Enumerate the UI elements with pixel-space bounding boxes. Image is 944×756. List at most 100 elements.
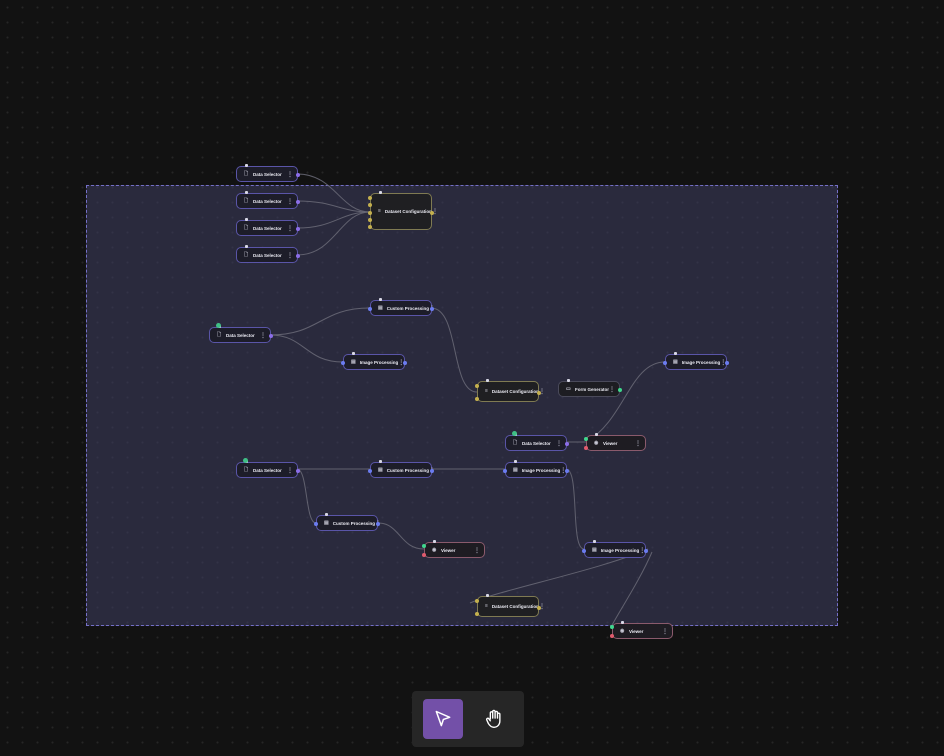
output-port[interactable] xyxy=(618,388,622,392)
pan-tool-button[interactable] xyxy=(474,699,514,739)
kebab-menu-icon[interactable]: ⋮ xyxy=(635,440,641,447)
node-data-selector[interactable]: 🗋Data Selector⋮ xyxy=(236,164,300,182)
input-port[interactable] xyxy=(368,210,372,215)
kebab-menu-icon[interactable]: ⋮ xyxy=(474,547,480,554)
node-tab-marker xyxy=(595,433,598,436)
node-label: Viewer xyxy=(629,628,644,634)
node-tab-marker xyxy=(245,218,248,221)
kebab-menu-icon[interactable]: ⋮ xyxy=(609,386,615,393)
node-dataset-configuration[interactable]: ≡Dataset Configuration⋮ xyxy=(475,379,545,402)
cursor-arrow-icon xyxy=(435,710,451,727)
output-port[interactable] xyxy=(725,361,729,365)
kebab-menu-icon[interactable]: ⋮ xyxy=(662,628,668,635)
input-port[interactable] xyxy=(368,469,372,473)
file-icon: 🗋 xyxy=(244,170,249,177)
output-port[interactable] xyxy=(296,227,300,231)
kebab-menu-icon[interactable]: ⋮ xyxy=(538,604,545,610)
node-dataset-configuration[interactable]: ≡Dataset Configuration⋮ xyxy=(475,594,545,617)
node-data-selector[interactable]: 🗋Data Selector⋮ xyxy=(505,431,569,451)
node-image-processing[interactable]: ▤Image Processing⋮ xyxy=(341,352,407,370)
input-port[interactable] xyxy=(422,544,426,548)
node-label: Image Processing xyxy=(359,359,399,365)
output-port[interactable] xyxy=(296,200,300,204)
output-port[interactable] xyxy=(296,254,300,258)
node-custom-processing[interactable]: ▤Custom Processing⋮ xyxy=(314,513,381,531)
input-port[interactable] xyxy=(475,397,479,401)
input-port[interactable] xyxy=(584,437,588,441)
output-port[interactable] xyxy=(403,361,407,365)
input-port[interactable] xyxy=(610,625,614,629)
form-icon: ▭ xyxy=(566,385,571,392)
node-data-selector[interactable]: 🗋Data Selector⋮ xyxy=(209,323,273,343)
node-form-generator[interactable]: ▭Form Generator⋮ xyxy=(558,379,622,397)
output-port[interactable] xyxy=(430,469,434,473)
node-data-selector[interactable]: 🗋Data Selector⋮ xyxy=(236,458,300,478)
eye-icon: ◉ xyxy=(594,439,599,446)
input-port[interactable] xyxy=(368,203,372,208)
output-port[interactable] xyxy=(565,442,569,446)
input-port[interactable] xyxy=(503,469,507,473)
input-port[interactable] xyxy=(368,307,372,311)
kebab-menu-icon[interactable]: ⋮ xyxy=(556,440,562,447)
processing-icon: ▤ xyxy=(324,519,329,526)
input-port[interactable] xyxy=(475,612,479,616)
input-port[interactable] xyxy=(422,553,426,557)
node-custom-processing[interactable]: ▤Custom Processing⋮ xyxy=(368,460,435,478)
kebab-menu-icon[interactable]: ⋮ xyxy=(287,198,293,205)
output-port[interactable] xyxy=(296,469,300,473)
output-port[interactable] xyxy=(269,334,273,338)
input-port[interactable] xyxy=(368,217,372,222)
status-indicator xyxy=(216,323,221,328)
processing-icon: ▤ xyxy=(378,304,383,311)
input-port[interactable] xyxy=(475,599,479,603)
input-port[interactable] xyxy=(475,384,479,388)
input-port[interactable] xyxy=(368,196,372,200)
kebab-menu-icon[interactable]: ⋮ xyxy=(398,359,404,366)
output-port[interactable] xyxy=(537,390,541,395)
kebab-menu-icon[interactable]: ⋮ xyxy=(639,547,645,554)
node-image-processing[interactable]: ▤Image Processing⋮ xyxy=(582,540,648,558)
node-label: Custom Processing xyxy=(332,520,375,526)
node-dataset-configuration[interactable]: ≡Dataset Configuration⋮ xyxy=(368,191,438,230)
kebab-menu-icon[interactable]: ⋮ xyxy=(720,359,726,366)
kebab-menu-icon[interactable]: ⋮ xyxy=(287,467,293,474)
eye-icon: ◉ xyxy=(432,546,437,553)
output-port[interactable] xyxy=(376,522,380,526)
input-port[interactable] xyxy=(368,225,372,229)
output-port[interactable] xyxy=(430,210,434,215)
kebab-menu-icon[interactable]: ⋮ xyxy=(560,467,566,474)
input-port[interactable] xyxy=(582,549,586,553)
select-tool-button[interactable] xyxy=(423,699,463,739)
input-port[interactable] xyxy=(314,522,318,526)
node-custom-processing[interactable]: ▤Custom Processing⋮ xyxy=(368,298,435,316)
input-port[interactable] xyxy=(341,361,345,365)
node-viewer[interactable]: ◉Viewer⋮ xyxy=(422,540,485,558)
output-port[interactable] xyxy=(565,469,569,473)
kebab-menu-icon[interactable]: ⋮ xyxy=(538,389,545,395)
node-viewer[interactable]: ◉Viewer⋮ xyxy=(584,433,646,451)
kebab-menu-icon[interactable]: ⋮ xyxy=(287,171,293,178)
output-port[interactable] xyxy=(430,307,434,311)
output-port[interactable] xyxy=(644,549,648,553)
kebab-menu-icon[interactable]: ⋮ xyxy=(260,332,266,339)
processing-icon: ▤ xyxy=(592,546,597,553)
output-port[interactable] xyxy=(537,605,541,610)
node-image-processing[interactable]: ▤Image Processing⋮ xyxy=(503,460,569,478)
node-tab-marker xyxy=(352,352,355,355)
settings-icon: ≡ xyxy=(378,208,381,214)
node-image-processing[interactable]: ▤Image Processing⋮ xyxy=(663,352,729,370)
output-port[interactable] xyxy=(296,173,300,177)
node-data-selector[interactable]: 🗋Data Selector⋮ xyxy=(236,191,300,209)
node-viewer[interactable]: ◉Viewer⋮ xyxy=(610,621,673,639)
kebab-menu-icon[interactable]: ⋮ xyxy=(287,225,293,232)
kebab-menu-icon[interactable]: ⋮ xyxy=(287,252,293,259)
input-port[interactable] xyxy=(584,446,588,450)
input-port[interactable] xyxy=(663,361,667,365)
kebab-menu-icon[interactable]: ⋮ xyxy=(431,209,438,215)
input-port[interactable] xyxy=(610,634,614,638)
node-tab-marker xyxy=(486,379,489,382)
node-label: Data Selector xyxy=(253,467,282,473)
node-data-selector[interactable]: 🗋Data Selector⋮ xyxy=(236,245,300,263)
node-data-selector[interactable]: 🗋Data Selector⋮ xyxy=(236,218,300,236)
